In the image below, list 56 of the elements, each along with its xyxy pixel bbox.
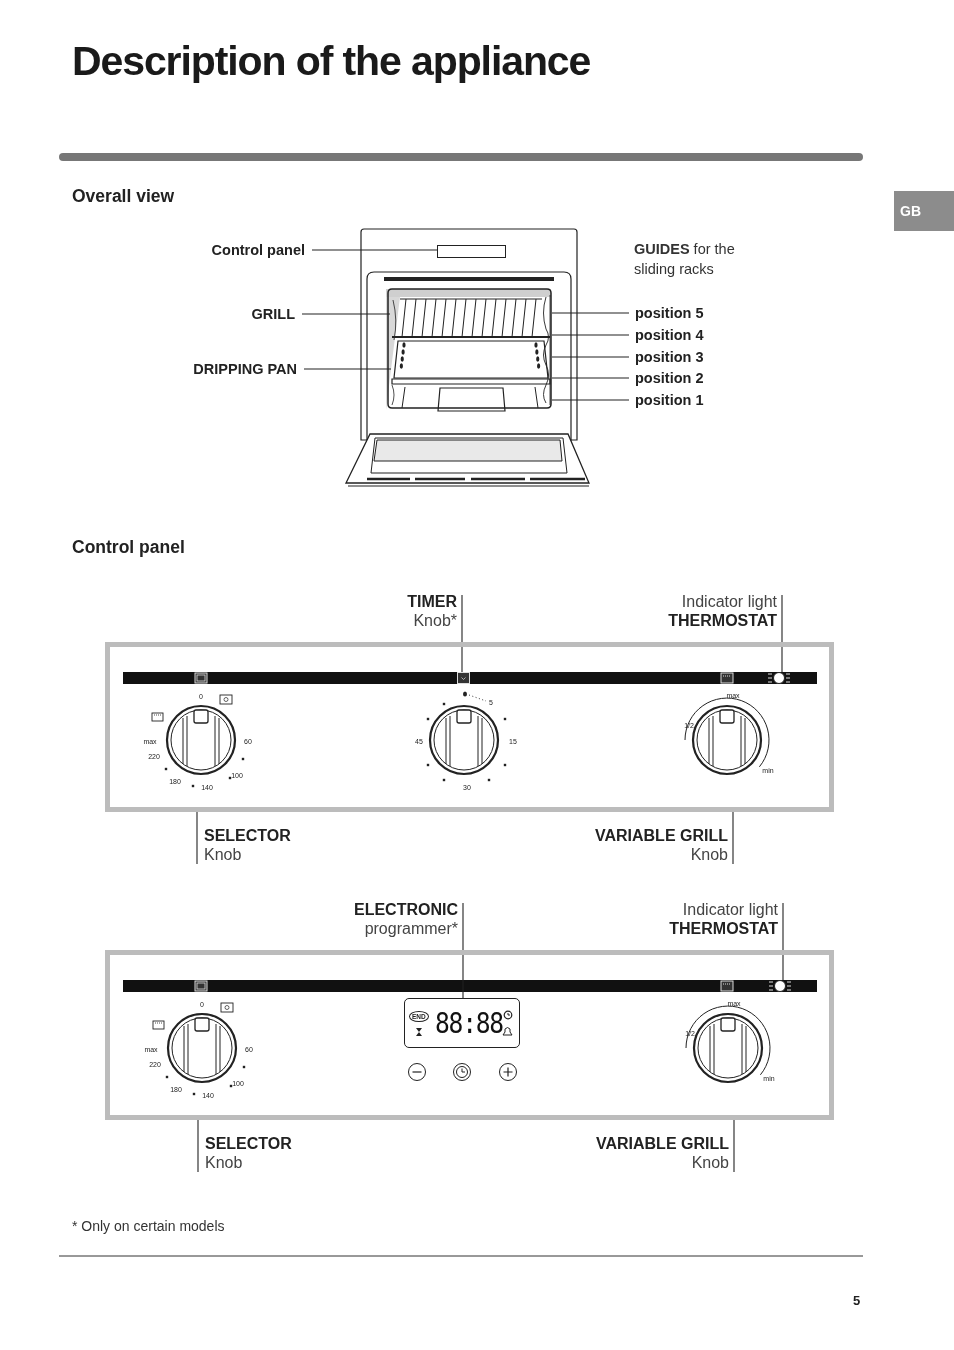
digital-display: [404, 998, 520, 1048]
callout-subtitle: Knob: [205, 1153, 244, 1172]
digital-readout: 88:88: [435, 1007, 503, 1039]
callout-label: position 5: [635, 304, 704, 322]
callout-title: TIMER: [407, 592, 457, 611]
callout-label: position 2: [635, 369, 704, 387]
page-title: Description of the appliance: [72, 38, 591, 85]
callout-title: SELECTOR: [204, 826, 291, 845]
leader-line: [551, 334, 630, 336]
leader-line: [461, 594, 463, 673]
leader-line: [551, 399, 630, 401]
callout-label: GRILL: [251, 305, 295, 323]
callout-title: SELECTOR: [205, 1134, 292, 1153]
callout-label: position 4: [635, 326, 704, 344]
callout-label: position 3: [635, 348, 704, 366]
callout-title: ELECTRONIC: [354, 900, 458, 919]
control-panel-frame: [105, 642, 834, 812]
callout-label: position 1: [635, 391, 704, 409]
callout-label: DRIPPING PAN: [193, 360, 297, 378]
footnote: * Only on certain models: [72, 1218, 225, 1234]
page-number: 5: [853, 1293, 861, 1308]
leader-line: [551, 356, 630, 358]
indicator-light: [769, 980, 791, 992]
callout-title: THERMOSTAT: [668, 611, 777, 630]
leader-line: [311, 249, 438, 251]
callout-title: THERMOSTAT: [669, 919, 778, 938]
callout-subtitle: Knob: [689, 845, 728, 864]
section-heading: Control panel: [72, 537, 185, 558]
leader-line: [196, 811, 198, 865]
callout-label: Control panel: [211, 241, 305, 259]
guides-note: GUIDES for the sliding racks: [634, 240, 736, 279]
callout-subtitle: Knob*: [412, 611, 457, 630]
callout-subtitle: programmer*: [363, 919, 458, 938]
callout-title: VARIABLE GRILL: [594, 826, 728, 845]
dripping-pan: [391, 339, 551, 386]
leader-line: [197, 1119, 199, 1173]
callout-subtitle: Knob: [204, 845, 243, 864]
leader-line: [551, 312, 630, 314]
leader-line: [462, 902, 464, 999]
leader-line: [733, 1119, 735, 1173]
callout-subtitle: Indicator light: [680, 592, 777, 611]
indicator-light: [768, 672, 790, 684]
leader-line: [732, 811, 734, 865]
callout-title: VARIABLE GRILL: [595, 1134, 729, 1153]
callout-subtitle: Knob: [690, 1153, 729, 1172]
language-tab: GB: [894, 191, 954, 231]
section-heading: Overall view: [72, 186, 175, 207]
leader-line: [303, 368, 392, 370]
timer-marker: [457, 672, 470, 684]
leader-line: [551, 377, 630, 379]
leader-line: [782, 902, 784, 981]
leader-line: [781, 594, 783, 673]
control-panel-outline: [437, 245, 506, 258]
leader-line: [301, 313, 391, 315]
callout-subtitle: Indicator light: [681, 900, 778, 919]
control-panel-frame: [105, 950, 834, 1120]
